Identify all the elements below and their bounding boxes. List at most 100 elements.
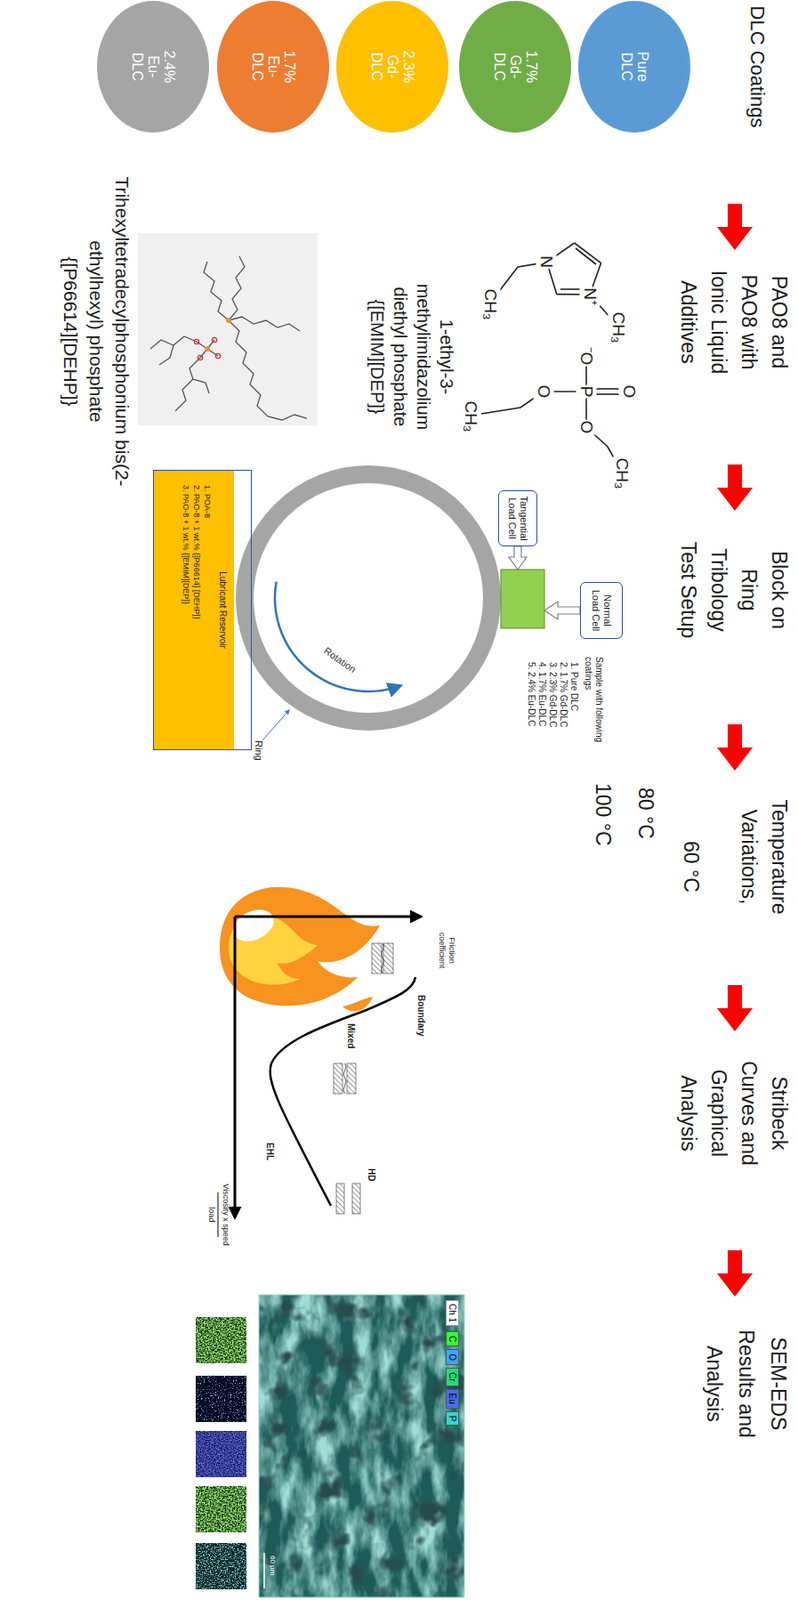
sample-list-item: 2. 1.7% Gd-DLC xyxy=(557,661,569,727)
eds-map xyxy=(195,1485,247,1532)
atom-label: N xyxy=(536,254,557,269)
circle-fill xyxy=(459,0,572,133)
contact-sketch xyxy=(371,943,394,974)
regime-label: EHL xyxy=(264,1142,275,1161)
flame-icon xyxy=(219,886,380,1012)
coating-circle: 1.7% Eu-DLC xyxy=(216,0,331,134)
eds-map xyxy=(195,1542,247,1589)
scale-label: 60 µm xyxy=(267,1555,277,1575)
axis-label: load xyxy=(206,1178,217,1250)
chemical-bond xyxy=(481,242,622,463)
structure-image xyxy=(228,256,245,321)
legend-text: O xyxy=(447,1353,458,1361)
sem-micrograph xyxy=(258,1294,465,1597)
node-label: Normal Load Cell xyxy=(589,583,613,637)
regime-label: Boundary xyxy=(415,994,427,1037)
eds-map xyxy=(195,1430,247,1477)
structure-image xyxy=(175,357,201,412)
legend-text: Cr xyxy=(447,1371,458,1382)
structure-image xyxy=(211,337,217,342)
coating-circle: Pure DLC xyxy=(577,0,692,134)
contact-sketch xyxy=(336,1183,345,1214)
node-label: Lubricant Reservoir xyxy=(217,470,228,750)
eds-map xyxy=(195,1430,247,1477)
coating-circle: 2.4% Eu-DLC xyxy=(96,0,210,134)
sem-micrograph xyxy=(258,1294,465,1597)
flow-arrow xyxy=(717,984,753,1032)
node-label: 2.4% Eu-DLC xyxy=(128,43,178,90)
column-heading: PAO8 and PAO8 with Ionic Liquid Additive… xyxy=(673,256,795,388)
eds-map xyxy=(195,1316,247,1363)
load-cell-box: Tangential Load Cell xyxy=(498,490,538,547)
rotation-label: Rotation xyxy=(321,644,358,676)
fraction-line xyxy=(217,1192,219,1237)
node-label: 1.7% Eu-DLC xyxy=(249,43,298,90)
atom-label: O xyxy=(576,419,597,436)
column-heading: Block on Ring Tribology Test Setup xyxy=(673,533,795,646)
eds-map xyxy=(195,1375,247,1422)
stribeck-axis xyxy=(234,915,421,919)
column-heading: Stribeck Curves and Graphical Analysis xyxy=(673,1054,795,1172)
column-heading: SEM-EDS Results and Analysis xyxy=(698,1321,795,1445)
atom-label: CH₃ xyxy=(608,310,629,344)
coating-circle: 1.7% Gd-DLC xyxy=(458,0,573,134)
legend-swatch: P xyxy=(445,1410,460,1427)
eds-map xyxy=(195,1542,247,1589)
contact-sketch xyxy=(346,1063,356,1094)
chemical-bond xyxy=(593,387,622,390)
chemical-bond xyxy=(593,393,622,395)
temperature-value: 100 °C xyxy=(590,782,616,847)
legend-swatch: Cr xyxy=(445,1367,460,1387)
sem-micrograph xyxy=(258,1294,465,1597)
structure-image xyxy=(197,354,202,360)
eds-map xyxy=(195,1485,247,1532)
atom-label: P xyxy=(576,385,597,399)
chemical-bond xyxy=(574,242,602,264)
stribeck-curve xyxy=(270,976,416,1206)
fraction-line xyxy=(217,1192,219,1237)
chemical-bond xyxy=(575,248,597,265)
atom-label: O xyxy=(533,384,555,400)
test-ring xyxy=(244,474,492,722)
channel-label: Ch 1 xyxy=(445,1299,460,1326)
structure-image xyxy=(228,320,307,420)
circle-fill xyxy=(336,0,449,133)
contact-sketch xyxy=(333,1063,356,1094)
lubricant-item: 1. POA-8 xyxy=(201,470,213,750)
legend-swatch: C xyxy=(445,1330,460,1347)
structure-image xyxy=(193,338,199,344)
temperature-value: 60 °C xyxy=(678,840,704,893)
sample-list-item: 5. 2.4% Eu-DLC xyxy=(525,661,537,726)
eds-map xyxy=(195,1375,247,1422)
atom-label: O xyxy=(619,384,640,400)
structure-image xyxy=(150,256,307,420)
structure-image xyxy=(225,317,232,323)
test-ring xyxy=(244,474,492,722)
lubricant-item: 2. PAO-8 + 1 wt.% {[P66614] [DEHP]} xyxy=(191,470,202,750)
contact-sketch xyxy=(352,1183,361,1214)
contact-sketch xyxy=(371,943,382,974)
axis-label: Viscosity x speed xyxy=(220,1178,231,1250)
contact-sketch xyxy=(383,943,394,974)
sem-micrograph xyxy=(258,1294,465,1597)
structure-image xyxy=(203,261,229,321)
regime-label: Mixed xyxy=(345,1023,356,1048)
sample-list-item: 1. Pure DLC xyxy=(568,661,580,711)
test-block xyxy=(500,569,545,629)
legend-swatch: O xyxy=(445,1348,460,1365)
flame-icon xyxy=(219,886,380,1007)
node-label: Pure DLC xyxy=(618,43,651,90)
sem-micrograph xyxy=(263,1552,266,1588)
structure-image xyxy=(204,346,210,352)
compound-name: 1-ethyl-3- methylimidazolium diethyl pho… xyxy=(388,276,459,437)
load-arrow xyxy=(508,546,527,570)
lubricant-reservoir: Lubricant Reservoir 1. POA-82. PAO-8 + 1 … xyxy=(153,469,252,750)
eds-map xyxy=(195,1316,247,1589)
flow-arrow xyxy=(717,724,753,771)
stribeck-axis xyxy=(234,916,421,1218)
column-heading: DLC Coatings xyxy=(745,0,769,134)
contact-sketch xyxy=(381,943,385,974)
column-heading: Temperature Variations, xyxy=(733,787,795,927)
compound-abbreviation: {[P66614][DEHP]} xyxy=(57,160,84,503)
stribeck-axis xyxy=(233,916,237,1218)
